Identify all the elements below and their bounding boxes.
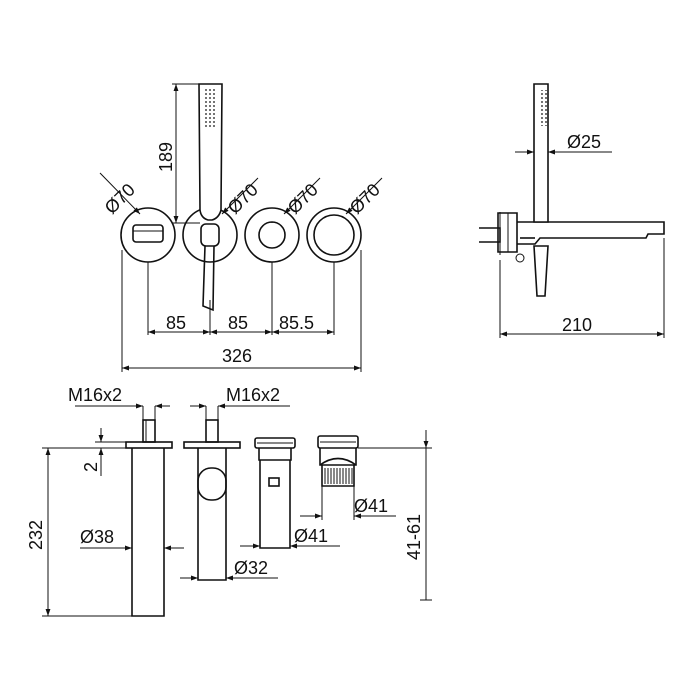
dim-plate-thickness: 2 (81, 462, 101, 472)
spout-plate (306, 207, 362, 263)
dim-spout-projection: 210 (562, 315, 592, 335)
dim-diameter-2: Ø70 (224, 180, 262, 218)
handshower-outlet (182, 83, 238, 312)
dim-diameter-3: Ø70 (284, 180, 322, 218)
dim-spacing-2: 85 (228, 313, 248, 333)
side-dimension-lines (499, 149, 665, 338)
side-flange (479, 212, 518, 253)
dim-spacing-3: 85.5 (279, 313, 314, 333)
dim-overall-width: 326 (222, 346, 252, 366)
side-handshower (515, 83, 549, 297)
mixer-built-in (254, 437, 296, 549)
bottom-dimension-lines (42, 403, 432, 617)
dim-diameter-4: Ø70 (346, 180, 384, 218)
dim-body-diameter: Ø41 (294, 526, 328, 546)
dim-thread-2: M16x2 (226, 385, 280, 405)
dim-spout-diameter: Ø38 (80, 527, 114, 547)
dim-handshower-height: 189 (156, 142, 176, 172)
dim-embed-depth: 41-61 (404, 514, 424, 560)
spout-built-in (125, 419, 173, 617)
dim-body-diameter-2: Ø41 (354, 496, 388, 516)
holder-built-in (183, 419, 241, 581)
front-view: Ø70 Ø70 Ø70 Ø70 189 85 85 85.5 326 (99, 83, 384, 372)
spray-face (204, 88, 217, 128)
mixer-knob (244, 207, 300, 263)
knurl (324, 468, 353, 484)
dim-handshower-diameter: Ø25 (567, 132, 601, 152)
dim-holder-diameter: Ø32 (234, 558, 268, 578)
diverter-built-in (317, 435, 359, 487)
dim-spacing-1: 85 (166, 313, 186, 333)
extension-lines (121, 83, 362, 372)
side-view: Ø25 210 (479, 83, 665, 338)
dim-thread-1: M16x2 (68, 385, 122, 405)
dim-spout-length: 232 (26, 520, 46, 550)
dimension-lines (99, 84, 383, 371)
diverter-knob (120, 207, 176, 263)
bottom-view: M16x2 M16x2 232 2 Ø38 Ø32 Ø41 Ø41 41-61 (26, 385, 432, 617)
side-spout (517, 221, 665, 245)
